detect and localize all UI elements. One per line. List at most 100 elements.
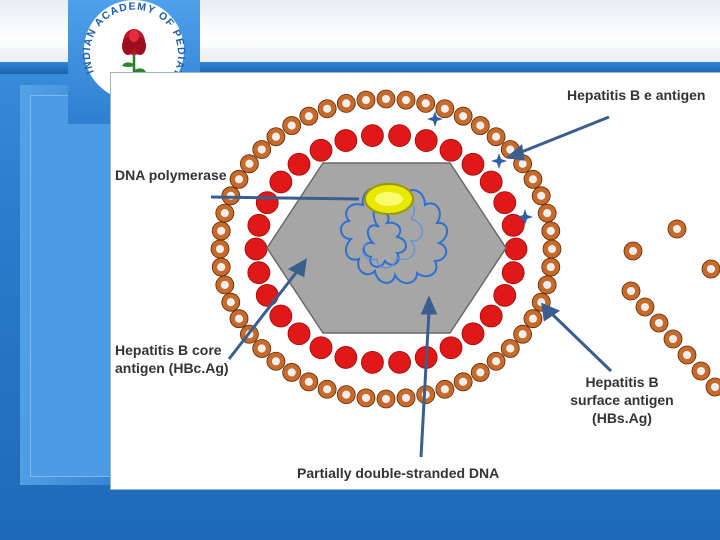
surface-antigen-bead-center: [342, 99, 351, 108]
surface-antigen-bead-center: [543, 209, 552, 218]
free-particle-center: [628, 246, 638, 256]
label-hbeag: Hepatitis B e antigen: [567, 87, 706, 103]
free-surface-antigen-particles: [621, 219, 720, 397]
dna-strand: [340, 183, 448, 284]
core-antigen-bead: [361, 124, 384, 148]
surface-antigen-bead-center: [528, 314, 538, 323]
label-arrows: [210, 115, 613, 458]
label-surface-antigen-line1: Hepatitis B: [585, 374, 659, 390]
label-core-antigen: Hepatitis B core antigen (HBc.Ag): [115, 341, 229, 377]
surface-antigen-bead-center: [323, 104, 332, 113]
capsid-hexagon: [266, 162, 507, 334]
surface-antigen-bead-center: [234, 314, 244, 323]
academy-logo: INDIAN ACADEMY OF PEDIATRICS: [70, 0, 186, 100]
surface-antigen-bead-center: [492, 357, 501, 366]
surface-antigen-bead-center: [217, 226, 226, 235]
core-antigen-bead: [493, 191, 517, 215]
core-antigen-bead: [501, 213, 525, 237]
surface-antigen-bead-center: [543, 280, 552, 289]
hbv-diagram: Hepatitis B e antigen DNA polymerase Hep…: [110, 72, 720, 490]
surface-antigen-bead-center: [518, 159, 527, 168]
free-filament-bead-center: [668, 334, 678, 344]
surface-antigen-bead-center: [220, 209, 229, 218]
core-antigen-bead: [504, 237, 528, 261]
core-antigen-bead: [309, 336, 333, 360]
hbv-virion-svg: [210, 89, 720, 458]
core-antigen-bead: [269, 304, 293, 328]
envelope-spikes: [427, 111, 533, 225]
surface-antigen-bead-center: [361, 393, 371, 402]
surface-antigen-bead-center: [271, 132, 280, 141]
core-antigen-bead: [269, 170, 293, 194]
core-antigen-bead: [255, 191, 279, 215]
core-antigen-bead: [247, 213, 271, 237]
surface-antigen-bead-center: [342, 390, 351, 399]
label-dna: Partially double-stranded DNA: [297, 465, 500, 481]
core-antigen-bead: [439, 138, 463, 162]
label-surface-antigen-line2: surface antigen: [570, 392, 674, 408]
surface-antigen-bead-center: [528, 175, 538, 184]
surface-antigen-bead-center: [506, 344, 515, 353]
core-antigen-bead: [361, 350, 384, 374]
surface-antigen-bead-center: [217, 263, 226, 272]
surface-antigen-bead-center: [459, 112, 468, 121]
core-antigen-bead: [255, 283, 279, 307]
surface-antigen-bead-center: [546, 226, 555, 235]
surface-antigen-bead-center: [537, 191, 546, 200]
surface-antigen-bead-center: [421, 99, 430, 108]
core-antigen-bead: [439, 336, 463, 360]
surface-antigen-bead-center: [440, 385, 449, 394]
surface-antigen-bead-center: [287, 368, 296, 377]
core-antigen-bead: [501, 261, 525, 285]
surface-antigen-bead-center: [492, 132, 501, 141]
surface-antigen-bead-center: [361, 96, 371, 105]
surface-antigen-bead-center: [381, 94, 391, 104]
surface-antigen-bead-center: [257, 145, 266, 154]
free-filament-bead-center: [640, 302, 650, 312]
surface-antigen-bead-center: [547, 244, 557, 254]
label-core-antigen-line2: antigen (HBc.Ag): [115, 360, 229, 376]
core-antigen-bead: [334, 129, 358, 152]
surface-antigen-bead-center: [226, 298, 235, 307]
surface-antigen-bead-center: [323, 385, 332, 394]
surface-antigen-bead-center: [304, 377, 313, 386]
left-decor-panel-inner: [30, 95, 112, 477]
surface-antigen-bead-center: [459, 377, 468, 386]
core-antigen-bead: [493, 283, 517, 307]
surface-antigen-bead-center: [304, 112, 313, 121]
core-antigen-bead: [247, 261, 271, 285]
surface-antigen-bead-center: [287, 121, 296, 130]
surface-antigen-bead-center: [440, 104, 449, 113]
label-core-antigen-line1: Hepatitis B core: [115, 342, 222, 358]
core-antigen-bead: [388, 124, 411, 148]
free-filament-bead-center: [626, 286, 636, 296]
free-particle-center: [706, 264, 716, 274]
surface-antigen-bead-center: [476, 368, 485, 377]
surface-antigen-bead-center: [271, 357, 280, 366]
surface-antigen-bead-center: [257, 344, 266, 353]
core-antigen-bead: [461, 152, 485, 176]
surface-antigen-bead-center: [381, 394, 391, 404]
core-antigen-bead: [334, 346, 358, 369]
surface-antigen-bead-center: [546, 263, 555, 272]
surface-antigen-bead-center: [245, 159, 254, 168]
label-surface-antigen-line3: (HBs.Ag): [592, 410, 652, 426]
core-antigen-bead: [461, 322, 485, 346]
surface-antigen-bead-center: [518, 330, 527, 339]
label-surface-antigen: Hepatitis B surface antigen (HBs.Ag): [557, 373, 687, 427]
surface-antigen-bead-center: [401, 96, 411, 105]
free-filament-bead-center: [682, 350, 692, 360]
surface-antigen-bead-center: [506, 145, 515, 154]
surface-antigen-ring: [210, 89, 562, 409]
free-filament-bead-center: [696, 366, 706, 376]
surface-antigen-bead-center: [215, 244, 225, 254]
core-antigen-bead: [479, 304, 503, 328]
core-antigen-bead: [244, 237, 268, 261]
core-antigen-bead: [414, 129, 438, 152]
core-antigen-ring: [244, 124, 528, 374]
free-particle-center: [672, 224, 682, 234]
core-antigen-bead: [309, 138, 333, 162]
core-antigen-bead: [287, 322, 311, 346]
core-antigen-bead: [388, 350, 411, 374]
label-dna-polymerase: DNA polymerase: [115, 167, 227, 183]
